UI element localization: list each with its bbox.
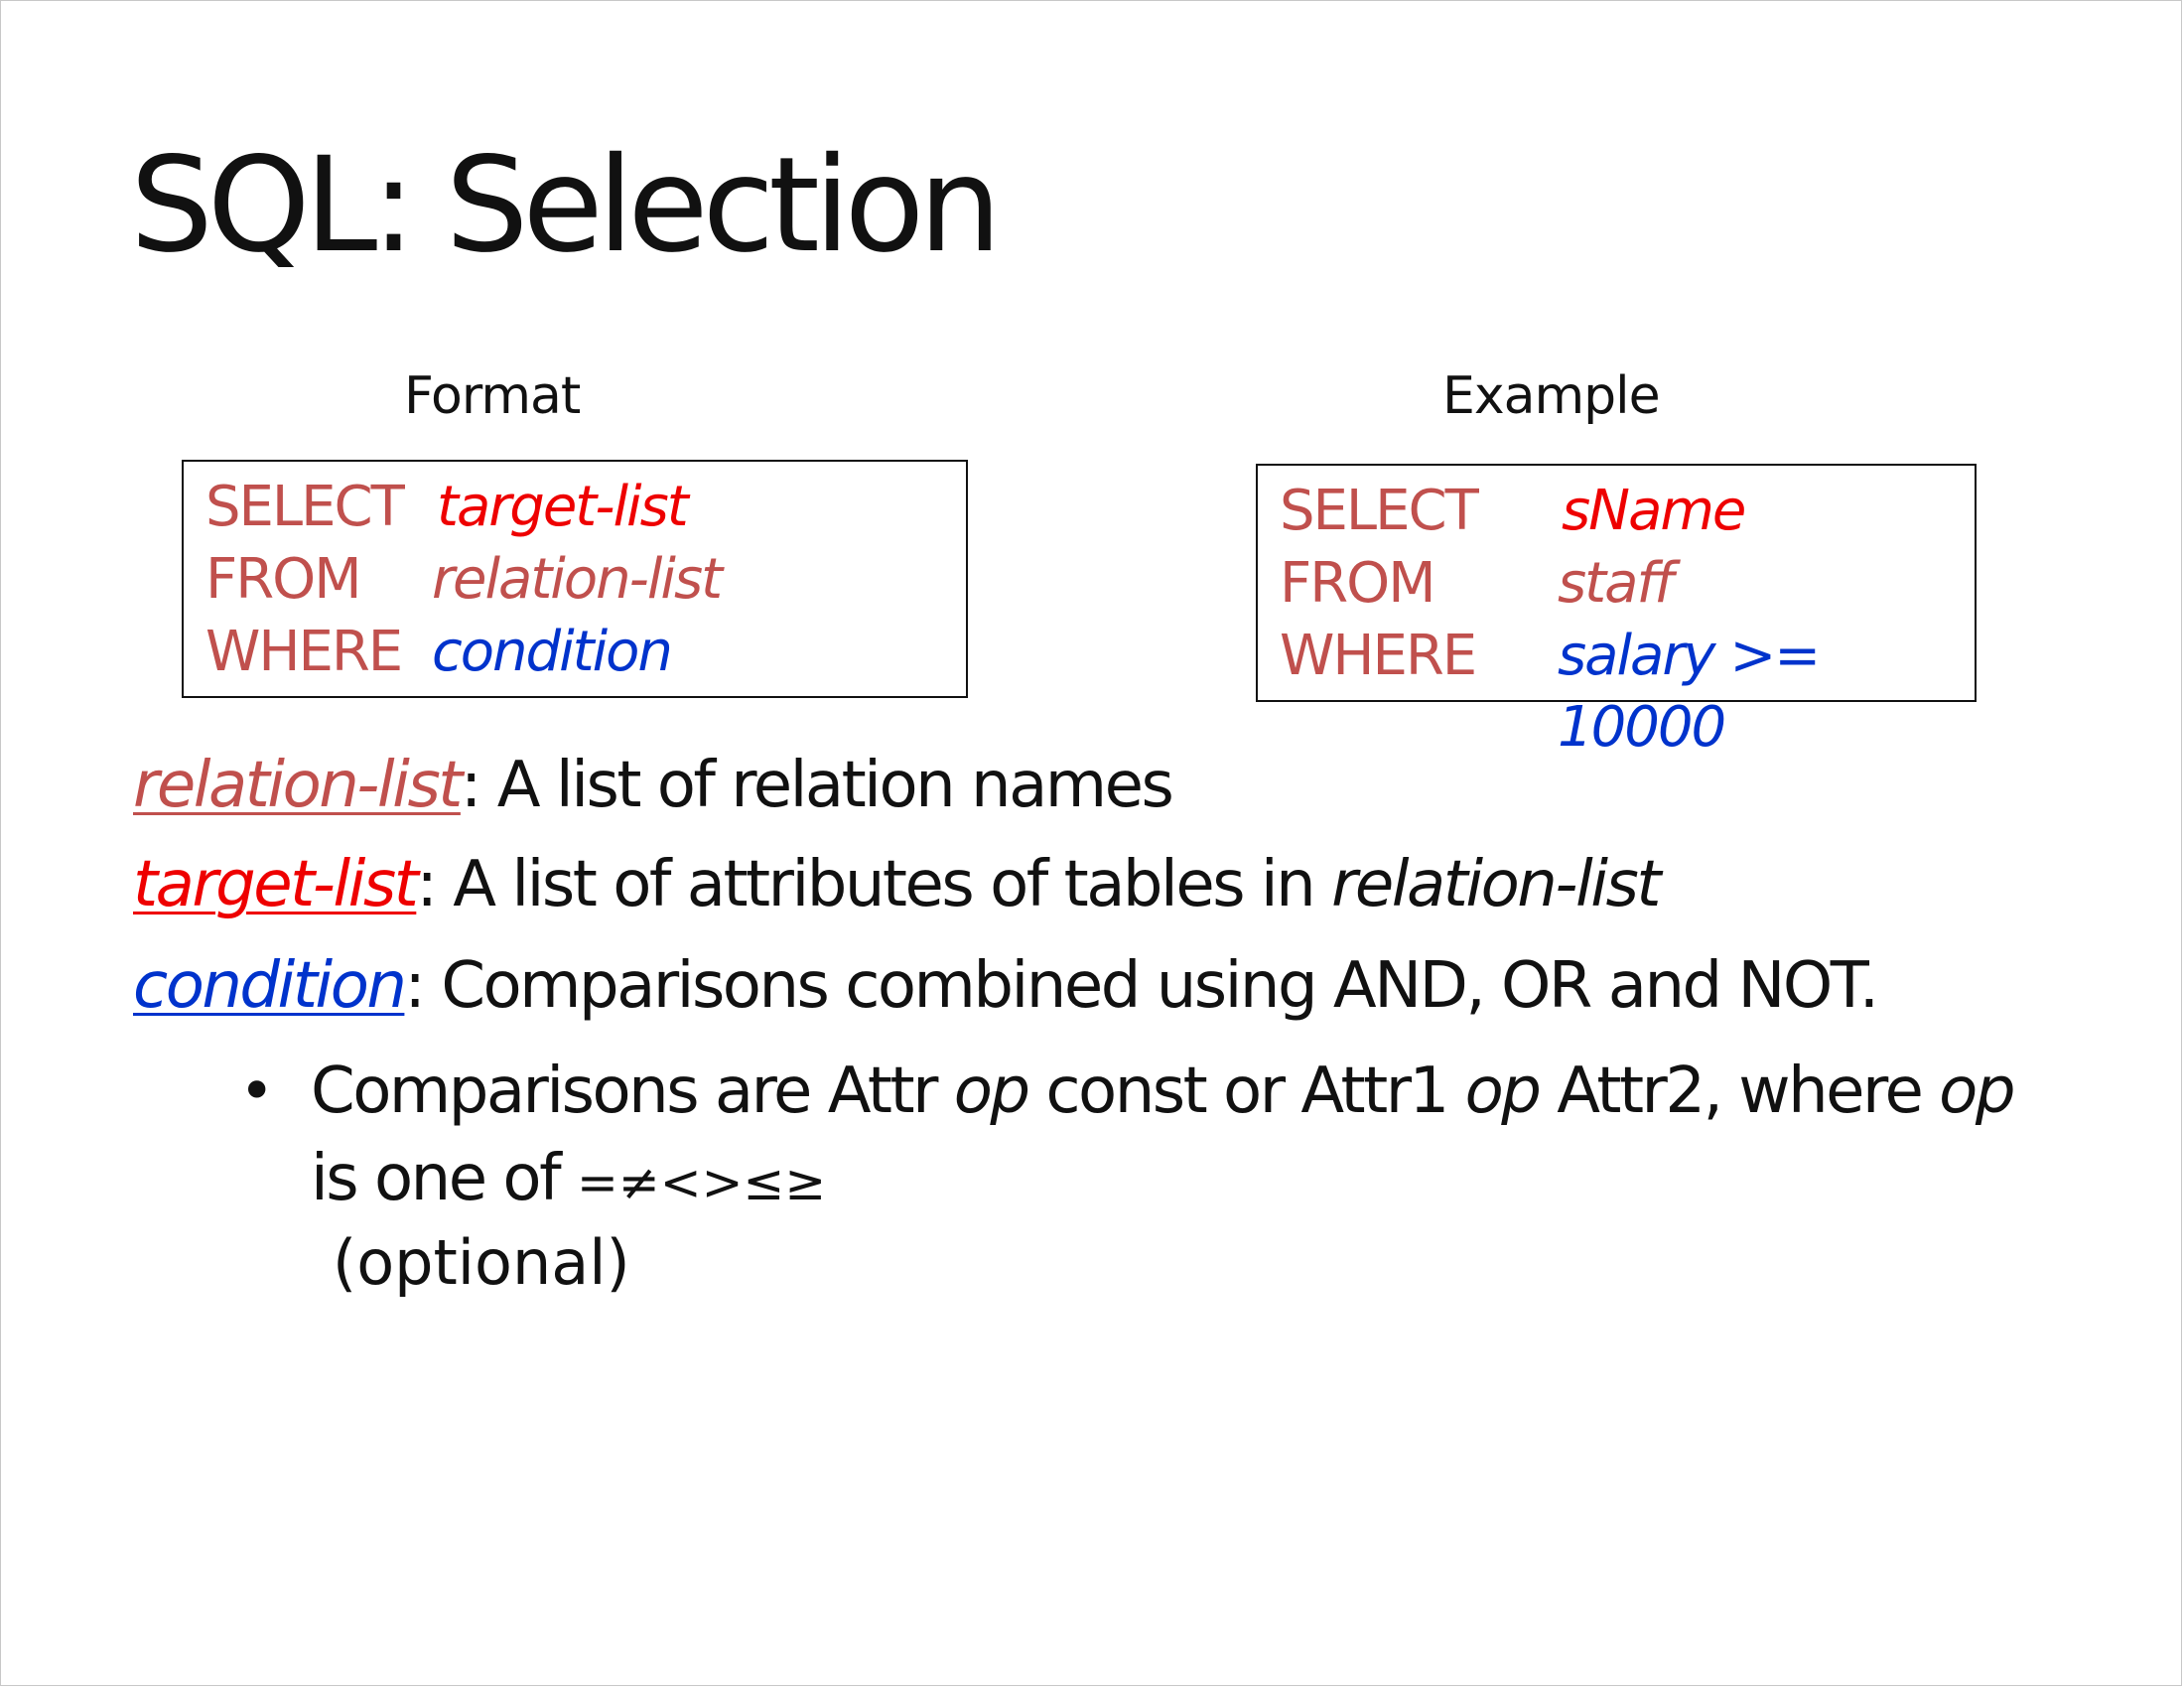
definition-relation-list: relation-list: A list of relation names (133, 754, 1174, 817)
example-value-staff: staff (1558, 551, 1674, 616)
format-value-relation-list: relation-list (432, 547, 723, 612)
format-keyword-select: SELECT (205, 475, 405, 539)
example-row-select: SELECT sName (1258, 476, 1975, 547)
example-box: SELECT sName FROM staff WHERE salary >= … (1256, 464, 1977, 760)
slide-title: SQL: Selection (130, 129, 1002, 282)
example-value-sname: sName (1562, 479, 1746, 543)
bullet-op-3: op (1939, 1055, 2015, 1128)
format-keyword-from: FROM (205, 547, 362, 612)
definition-target-list: target-list: A list of attributes of tab… (133, 853, 1661, 916)
format-box: SELECT target-list FROM relation-list WH… (182, 460, 968, 698)
bullet-text-part-1: Comparisons are Attr (311, 1055, 954, 1128)
format-row-select: SELECT target-list (184, 472, 966, 543)
term-condition: condition (133, 949, 407, 1023)
term-relation-list: relation-list (133, 749, 463, 822)
example-keyword-select: SELECT (1280, 479, 1479, 543)
bullet-text-part-3: Attr2, where (1539, 1055, 1940, 1128)
definition-condition: condition: Comparisons combined using AN… (133, 954, 1879, 1018)
bullet-line-1: Comparisons are Attr op const or Attr1 o… (311, 1059, 2015, 1123)
example-row-from: FROM staff (1258, 548, 1975, 620)
bullet-operators: =≠<>≤≥ (576, 1154, 827, 1211)
bullet-op-1: op (953, 1055, 1030, 1128)
example-keyword-from: FROM (1280, 551, 1436, 616)
format-row-from: FROM relation-list (184, 544, 966, 616)
example-value-condition: salary >= 10000 (1558, 624, 1821, 760)
example-row-where: WHERE salary >= 10000 (1258, 621, 1975, 760)
format-label: Format (404, 366, 581, 426)
bullet-line-2: is one of =≠<>≤≥ (311, 1147, 826, 1210)
format-value-target-list: target-list (437, 475, 689, 539)
format-row-where: WHERE condition (184, 617, 966, 688)
format-value-condition: condition (432, 620, 673, 684)
definition-target-list-tail: relation-list (1331, 848, 1661, 921)
bullet-dot: • (239, 1056, 275, 1126)
format-keyword-where: WHERE (205, 620, 403, 684)
bullet-text-part-2: const or Attr1 (1027, 1055, 1465, 1128)
bullet-text-part-4: is one of (311, 1142, 577, 1215)
definition-condition-text: : Comparisons combined using AND, OR and… (404, 949, 1879, 1023)
definition-relation-list-text: : A list of relation names (460, 749, 1174, 822)
example-keyword-where: WHERE (1280, 624, 1477, 688)
bullet-op-2: op (1464, 1055, 1542, 1128)
definition-target-list-text: : A list of attributes of tables in (416, 848, 1332, 921)
example-label: Example (1442, 366, 1661, 426)
bullet-optional-note: (optional) (333, 1226, 630, 1299)
term-target-list: target-list (133, 848, 419, 921)
